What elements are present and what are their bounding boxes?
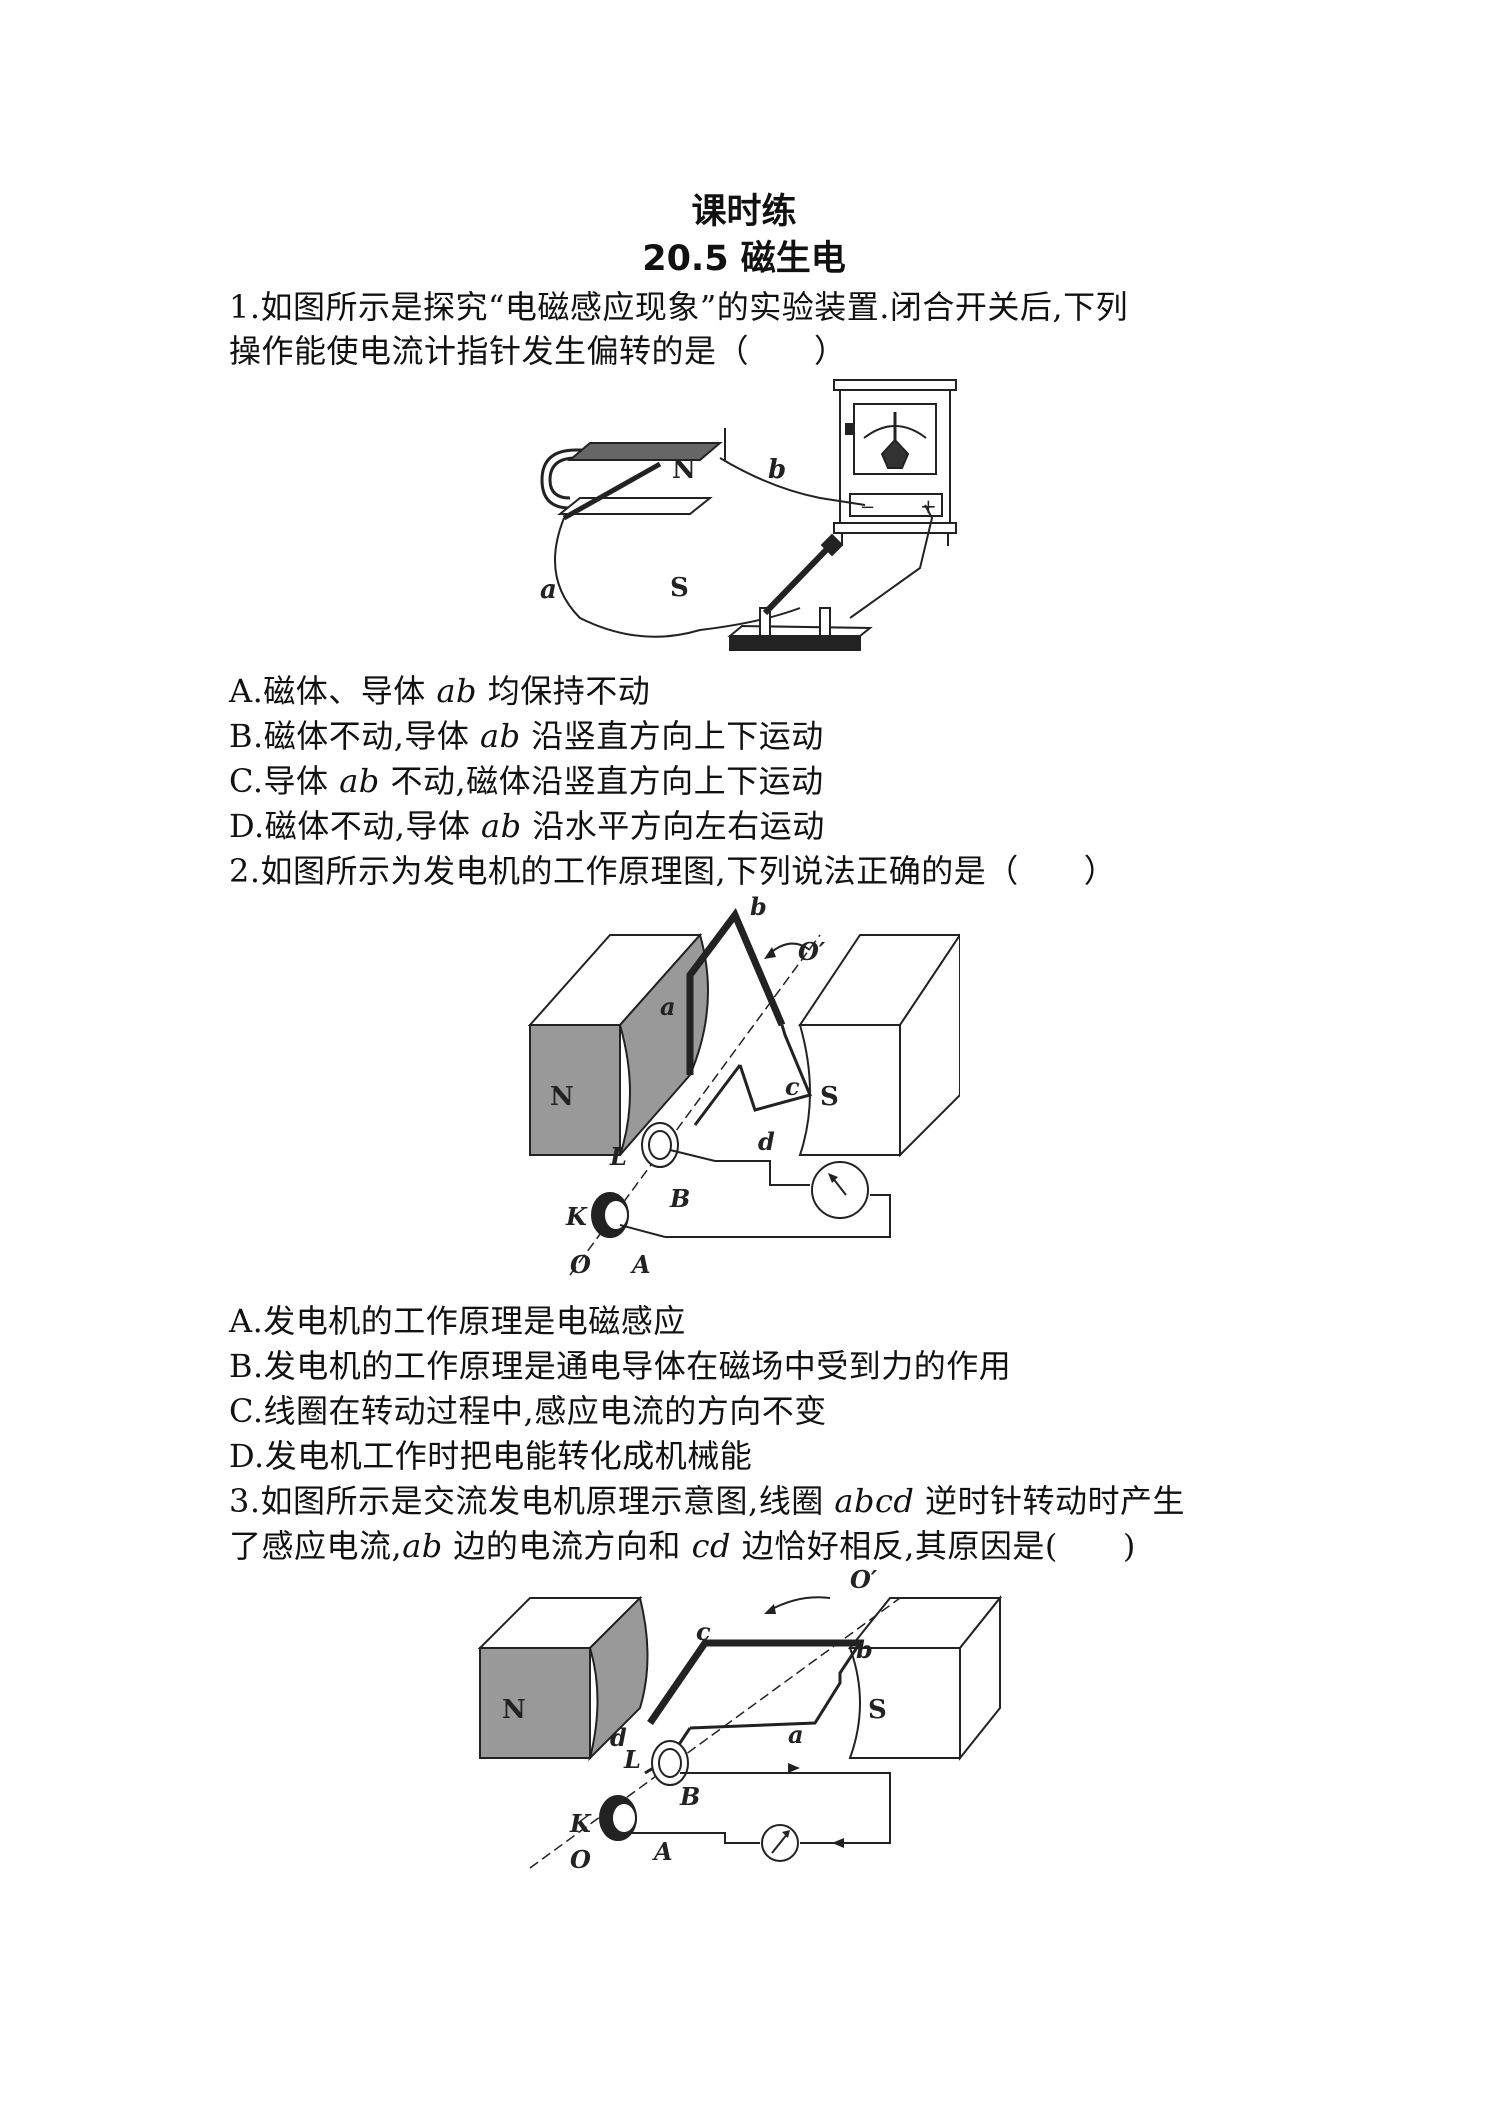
- q3-north-label: N: [502, 1695, 526, 1725]
- q2-figure: N S a b c d O′ O K L A B: [527, 895, 960, 1279]
- q2-brush-b-label: B: [669, 1184, 690, 1213]
- q1-north-label: N: [672, 455, 696, 485]
- q1-option-c: C.导体 ab 不动,磁体沿竖直方向上下运动: [229, 762, 824, 800]
- q2-option-c: C.线圈在转动过程中,感应电流的方向不变: [229, 1392, 827, 1430]
- q2-b-label: b: [750, 895, 767, 921]
- q2-d-label: d: [758, 1127, 775, 1156]
- q2-brush-a-label: A: [630, 1250, 651, 1279]
- q2-l-label: L: [609, 1142, 627, 1171]
- q3-d-label: d: [610, 1723, 627, 1752]
- q3-figure: N S a b c d O′ O K L A B: [477, 1568, 1003, 1874]
- q1-option-a: A.磁体、导体 ab 均保持不动: [229, 672, 651, 710]
- section-title: 20.5 磁生电: [642, 239, 846, 279]
- q2-o-label: O: [570, 1250, 591, 1279]
- magnet-icon: [540, 442, 723, 521]
- slip-rings-icon: [599, 1740, 710, 1841]
- q3-stem-line2: 了感应电流,ab 边的电流方向和 cd 边恰好相反,其原因是( ): [229, 1527, 1136, 1565]
- q1-option-b: B.磁体不动,导体 ab 沿竖直方向上下运动: [229, 717, 824, 755]
- q2-north-label: N: [550, 1082, 574, 1112]
- q3-stem-line1: 3.如图所示是交流发电机原理示意图,线圈 abcd 逆时针转动时产生: [229, 1482, 1186, 1520]
- q1-minus-label: −: [860, 497, 875, 518]
- q2-c-label: c: [785, 1072, 800, 1101]
- q1-plus-label: +: [920, 494, 937, 518]
- q2-k-label: K: [565, 1202, 588, 1231]
- ammeter-icon: [811, 1161, 869, 1219]
- q3-o-label: O: [570, 1845, 591, 1874]
- q1-south-label: S: [670, 573, 689, 603]
- q3-brush-a-label: A: [652, 1837, 673, 1866]
- q1-stem-line1: 1.如图所示是探究“电磁感应现象”的实验装置.闭合开关后,下列: [229, 288, 1129, 326]
- q2-stem-line1: 2.如图所示为发电机的工作原理图,下列说法正确的是（ ）: [229, 852, 1117, 890]
- q2-a-label: a: [660, 992, 676, 1021]
- coil-icon: [686, 908, 813, 1126]
- q2-o-prime-label: O′: [798, 937, 826, 966]
- q2-south-label: S: [820, 1082, 839, 1112]
- q1-figure: − + N S a b: [540, 379, 957, 651]
- q2-option-d: D.发电机工作时把电能转化成机械能: [229, 1437, 753, 1475]
- galvanometer-icon: [833, 379, 957, 546]
- north-magnet-icon: [527, 932, 709, 1156]
- q3-o-prime-label: O′: [850, 1568, 878, 1594]
- switch-icon: [727, 533, 873, 651]
- south-magnet-icon: [847, 1595, 1003, 1761]
- q2-option-b: B.发电机的工作原理是通电导体在磁场中受到力的作用: [229, 1347, 1012, 1385]
- q3-b-label: b: [856, 1635, 873, 1664]
- south-magnet-icon: [798, 933, 960, 1158]
- north-magnet-icon: [477, 1596, 649, 1762]
- q3-k-label: K: [569, 1809, 592, 1838]
- q1-a-label: a: [540, 575, 557, 605]
- q3-c-label: c: [696, 1617, 711, 1646]
- q3-a-label: a: [788, 1720, 804, 1749]
- q3-south-label: S: [868, 1695, 887, 1725]
- q3-l-label: L: [623, 1745, 641, 1774]
- q2-option-a: A.发电机的工作原理是电磁感应: [229, 1302, 686, 1340]
- ammeter-icon: [761, 1824, 799, 1862]
- q1-stem-line2: 操作能使电流计指针发生偏转的是（ ）: [229, 332, 847, 370]
- q3-brush-b-label: B: [679, 1782, 700, 1811]
- page-title: 课时练: [691, 192, 797, 232]
- q1-option-d: D.磁体不动,导体 ab 沿水平方向左右运动: [229, 807, 825, 845]
- q1-b-label: b: [768, 455, 786, 485]
- slip-rings-icon: [591, 1122, 716, 1238]
